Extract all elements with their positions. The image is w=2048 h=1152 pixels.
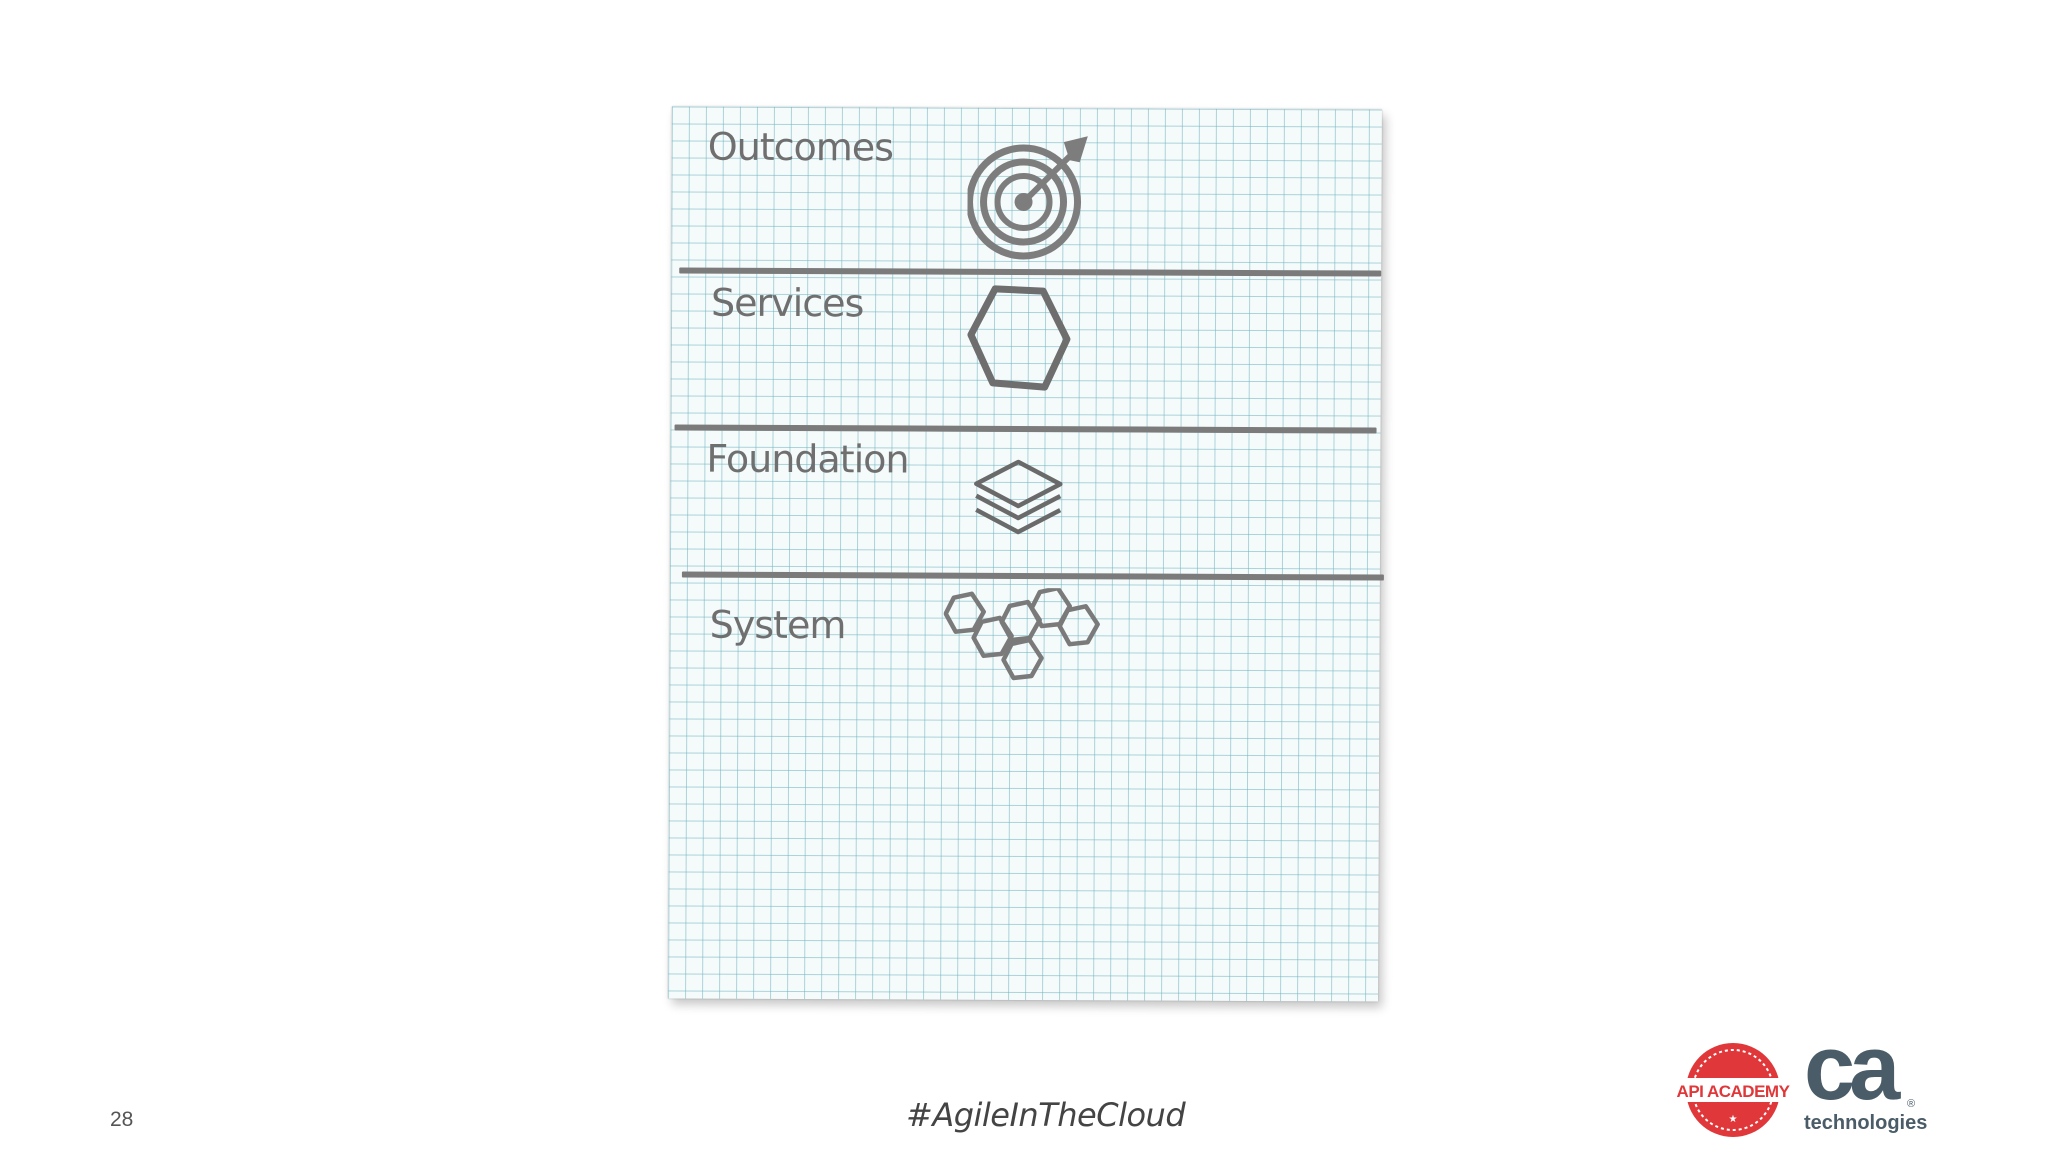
svg-text:★: ★ [1729, 1114, 1738, 1125]
registered-mark: ® [1907, 1098, 1916, 1110]
section-label-system: System [709, 602, 846, 648]
hashtag: #AgileInTheCloud [906, 1096, 1186, 1134]
ca-logo-subtitle: technologies [1804, 1112, 1928, 1134]
section-divider [681, 571, 1384, 581]
api-academy-logo: API ACADEMY ★ [1677, 1043, 1791, 1137]
section-divider [679, 267, 1382, 277]
section-divider [674, 424, 1377, 434]
target-icon [967, 136, 1088, 260]
svg-text:API ACADEMY: API ACADEMY [1677, 1082, 1791, 1101]
section-label-services: Services [710, 280, 864, 326]
section-label-outcomes: Outcomes [707, 124, 894, 170]
layers-icon [974, 459, 1063, 535]
ca-logo-letters: ca [1804, 1017, 1900, 1119]
hexagon-cluster-icon [943, 587, 1100, 681]
section-label-foundation: Foundation [706, 436, 909, 482]
graph-paper: Outcomes Services Foundation System [668, 106, 1384, 1002]
hexagon-icon [967, 285, 1071, 391]
ca-technologies-logo: ca ® technologies [1800, 1017, 1930, 1140]
page-number: 28 [110, 1108, 134, 1131]
